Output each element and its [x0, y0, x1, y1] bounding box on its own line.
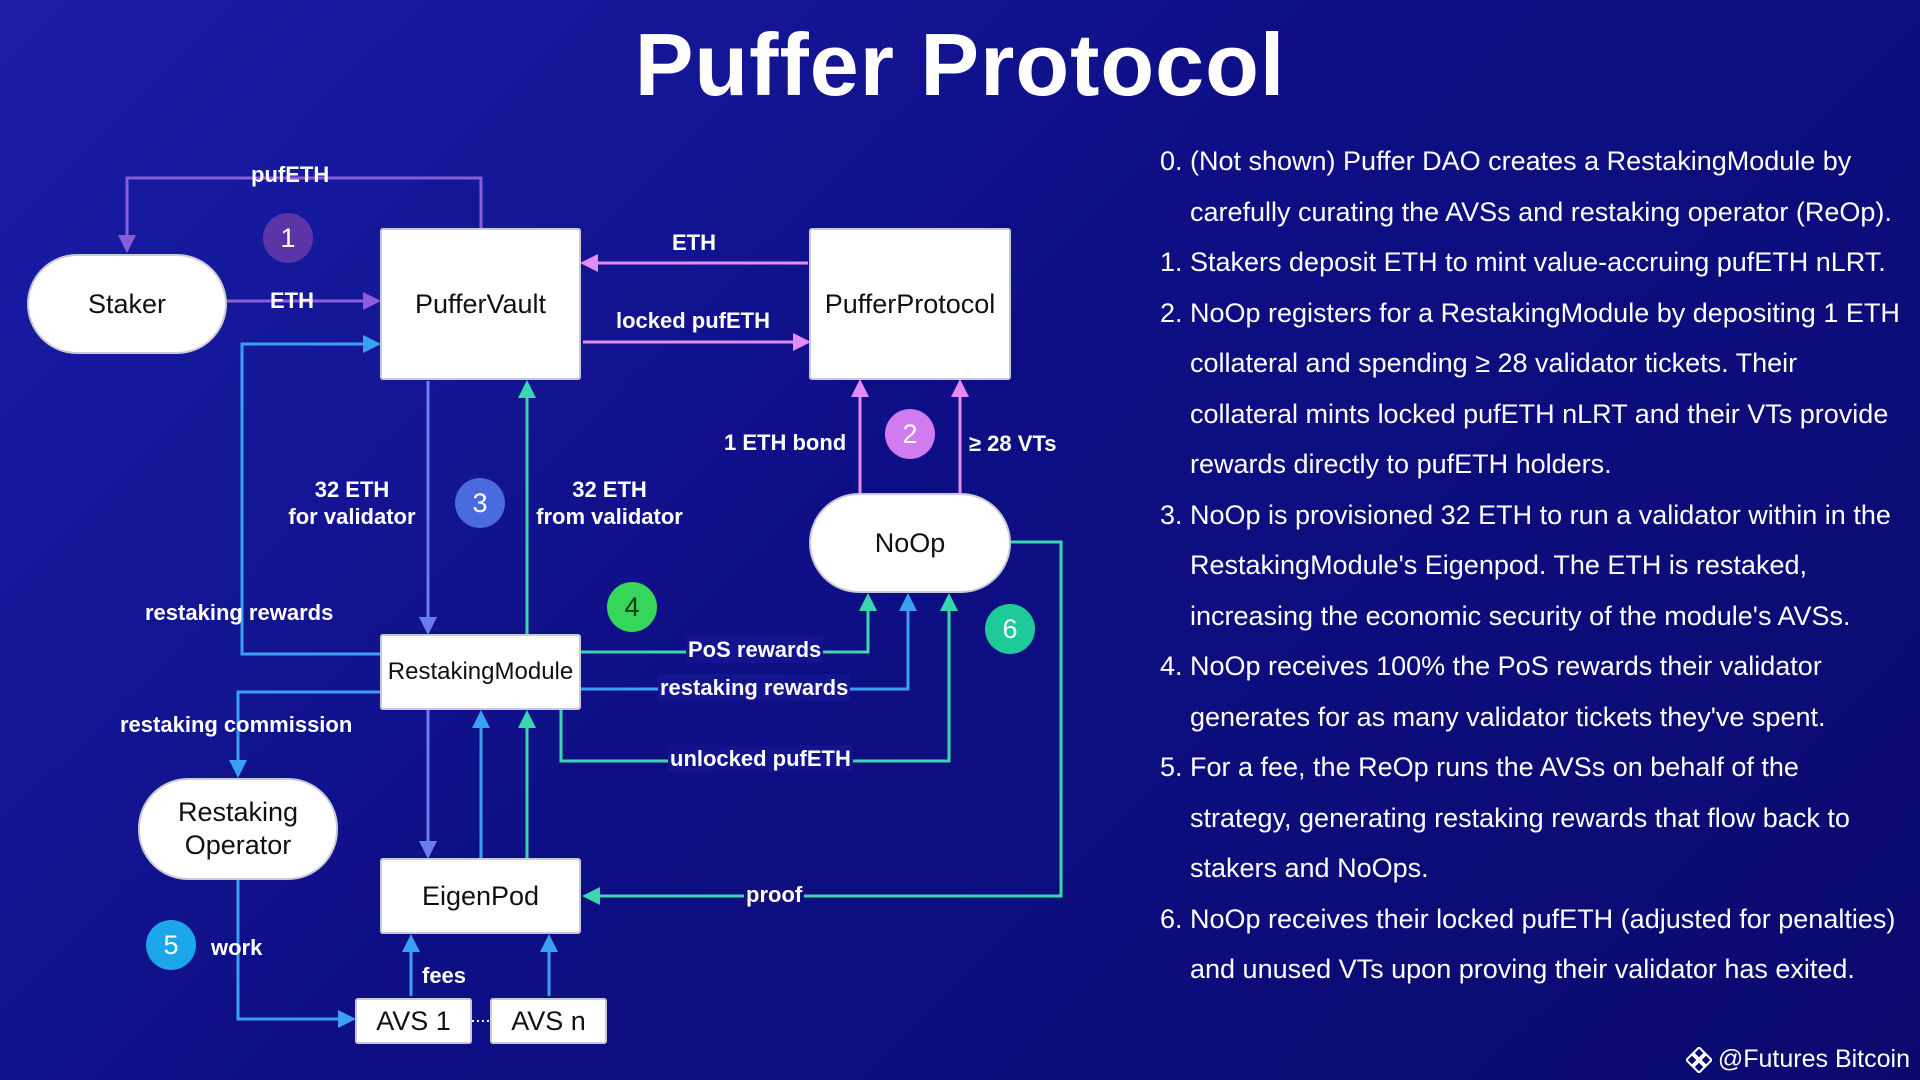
- label-restaking-rewards-left: restaking rewards: [145, 600, 334, 625]
- step-6: 6. NoOp receives their locked pufETH (ad…: [1160, 894, 1900, 995]
- binance-logo-icon: [1685, 1046, 1712, 1073]
- step-4-num: 4.: [1160, 651, 1183, 681]
- eigenpod-label: EigenPod: [421, 880, 540, 911]
- step-2-text: NoOp registers for a RestakingModule by …: [1190, 297, 1900, 480]
- label-work: work: [211, 935, 263, 960]
- staker-node: Staker: [27, 254, 227, 354]
- label-pos-rewards: PoS rewards: [686, 636, 824, 663]
- label-eth-protocol: ETH: [672, 230, 716, 255]
- badge-step-6: 6: [985, 604, 1035, 654]
- edge-pufeth: [118, 176, 483, 253]
- avsn-label: AVS n: [511, 1005, 586, 1036]
- badge-step-3: 3: [455, 478, 505, 528]
- step-1-num: 1.: [1160, 247, 1183, 277]
- label-restaking-rewards-right: restaking rewards: [658, 674, 851, 701]
- step-6-text: NoOp receives their locked pufETH (adjus…: [1190, 903, 1896, 985]
- step-3-num: 3.: [1160, 499, 1183, 530]
- label-unlocked-pufeth: unlocked pufETH: [668, 745, 853, 772]
- restaking-operator-label-line2: Operator: [184, 830, 292, 860]
- edge-restaking-rewards-left: [240, 335, 381, 656]
- edge-work: [236, 880, 356, 1028]
- watermark: @Futures Bitcoin: [1685, 1045, 1910, 1074]
- step-3-text: NoOp is provisioned 32 ETH to run a vali…: [1190, 499, 1891, 631]
- step-1-text: Stakers deposit ETH to mint value-accrui…: [1190, 247, 1886, 277]
- edge-proof: [582, 540, 1063, 905]
- badge-step-5: 5: [146, 920, 196, 970]
- badge-step-3-label: 3: [472, 487, 488, 518]
- label-restaking-commission: restaking commission: [120, 712, 353, 737]
- step-5: 5. For a fee, the ReOp runs the AVSs on …: [1160, 742, 1900, 894]
- badge-step-2: 2: [885, 409, 935, 459]
- puffer-vault-node: PufferVault: [380, 228, 581, 380]
- badge-step-2-label: 2: [902, 418, 918, 449]
- avs1-node: AVS 1: [355, 998, 472, 1044]
- badge-step-1-label: 1: [280, 222, 296, 253]
- label-vts: ≥ 28 VTs: [969, 431, 1057, 456]
- badge-step-4-label: 4: [624, 591, 640, 622]
- watermark-text: @Futures Bitcoin: [1717, 1045, 1910, 1073]
- label-32eth-for-line2: for validator: [288, 504, 416, 529]
- label-locked-pufeth: locked pufETH: [616, 308, 771, 333]
- noop-label: NoOp: [874, 527, 946, 558]
- steps-list: 0. (Not shown) Puffer DAO creates a Rest…: [1160, 136, 1900, 995]
- page-title: Puffer Protocol: [634, 15, 1286, 114]
- label-fees: fees: [422, 963, 467, 988]
- label-eth-staker: ETH: [270, 288, 314, 313]
- staker-label: Staker: [87, 288, 167, 319]
- step-0: 0. (Not shown) Puffer DAO creates a Rest…: [1160, 136, 1900, 237]
- puffer-protocol-label: PufferProtocol: [824, 288, 996, 319]
- restaking-operator-node: Restaking Operator: [138, 778, 338, 880]
- step-5-num: 5.: [1160, 752, 1183, 782]
- eigenpod-node: EigenPod: [380, 858, 581, 934]
- label-pufeth: pufETH: [251, 162, 330, 187]
- restaking-module-node: RestakingModule: [380, 634, 581, 710]
- label-one-eth-bond: 1 ETH bond: [724, 430, 847, 455]
- label-32eth-from: 32 ETH from validator: [532, 476, 687, 530]
- label-32eth-for: 32 ETH for validator: [282, 476, 422, 530]
- label-32eth-from-line2: from validator: [536, 504, 683, 529]
- badge-step-1: 1: [263, 213, 313, 263]
- noop-node: NoOp: [809, 493, 1011, 593]
- step-2-num: 2.: [1160, 297, 1183, 328]
- edge-pos-rewards: [581, 593, 877, 654]
- avsn-node: AVS n: [490, 998, 607, 1044]
- puffer-protocol-node: PufferProtocol: [809, 228, 1011, 380]
- step-3: 3. NoOp is provisioned 32 ETH to run a v…: [1160, 490, 1900, 642]
- step-0-text: (Not shown) Puffer DAO creates a Restaki…: [1190, 146, 1892, 227]
- puffer-vault-label: PufferVault: [414, 288, 547, 319]
- label-proof: proof: [744, 881, 805, 908]
- step-2: 2. NoOp registers for a RestakingModule …: [1160, 288, 1900, 490]
- restaking-module-label: RestakingModule: [387, 658, 574, 685]
- step-5-text: For a fee, the ReOp runs the AVSs on beh…: [1190, 752, 1850, 883]
- label-32eth-for-line1: 32 ETH: [314, 477, 390, 502]
- label-32eth-from-line1: 32 ETH: [572, 477, 647, 502]
- avs1-label: AVS 1: [376, 1005, 451, 1036]
- badge-step-5-label: 5: [163, 929, 179, 960]
- restaking-operator-label-line1: Restaking: [177, 797, 299, 827]
- step-4: 4. NoOp receives 100% the PoS rewards th…: [1160, 641, 1900, 742]
- badge-step-4: 4: [607, 582, 657, 632]
- step-6-num: 6.: [1160, 903, 1183, 934]
- step-4-text: NoOp receives 100% the PoS rewards their…: [1190, 651, 1826, 732]
- edge-restaking-commission: [229, 690, 380, 778]
- step-0-num: 0.: [1160, 146, 1183, 176]
- badge-step-6-label: 6: [1002, 613, 1018, 644]
- step-1: 1. Stakers deposit ETH to mint value-acc…: [1160, 237, 1900, 288]
